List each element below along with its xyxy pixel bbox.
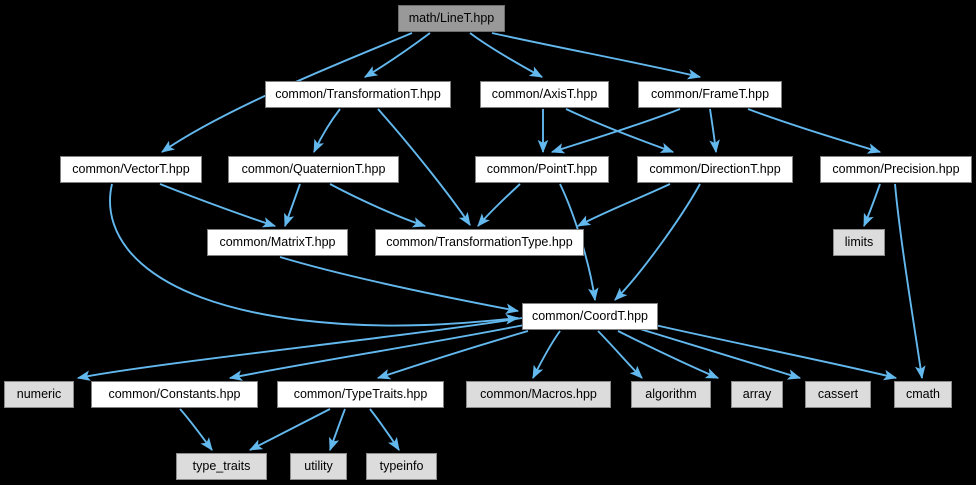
node-label: common/AxisT.hpp [491,87,598,102]
edge-FrameT-to-PointT [550,108,681,154]
edge-CoordT-to-algorithm [597,330,643,379]
node-label: cassert [817,387,859,402]
graph-node-utility[interactable]: utility [290,453,347,480]
node-label: common/Macros.hpp [480,387,597,402]
graph-node-PointT[interactable]: common/PointT.hpp [475,156,609,183]
edge-CoordT-to-cmath [654,324,898,381]
graph-node-DirectionT[interactable]: common/DirectionT.hpp [637,156,793,183]
node-label: common/PointT.hpp [486,162,598,177]
graph-node-limits[interactable]: limits [833,229,885,256]
node-label: common/QuaternionT.hpp [241,162,386,177]
edge-CoordT-to-numeric [76,317,523,381]
edge-TransformationT-to-QuaternionT [313,108,341,154]
edge-Constants-to-type_traits [179,408,213,451]
graph-node-TransformationType[interactable]: common/TransformationType.hpp [375,229,584,256]
edge-CoordT-to-Constants [228,324,525,381]
graph-node-LineT[interactable]: math/LineT.hpp [398,5,505,32]
edge-CoordT-to-Macros [532,330,561,380]
graph-node-Macros[interactable]: common/Macros.hpp [466,381,611,408]
edge-TransformationT-to-TransformationType [377,108,471,226]
edge-Precision-to-cmath [894,183,926,380]
node-label: common/TransformationT.hpp [275,87,441,102]
node-label: algorithm [645,387,697,402]
edge-QuaternionT-to-TransformationType [329,183,427,228]
graph-node-cassert[interactable]: cassert [805,381,871,408]
graph-node-Precision[interactable]: common/Precision.hpp [820,156,972,183]
edge-LineT-to-FrameT [491,32,702,80]
node-label: common/Constants.hpp [108,387,241,402]
edge-CoordT-to-array [617,330,720,379]
node-label: typeinfo [379,459,424,474]
graph-node-VectorT[interactable]: common/VectorT.hpp [60,156,202,183]
node-label: limits [844,235,874,250]
edge-DirectionT-to-CoordT [614,183,701,301]
graph-node-FrameT[interactable]: common/FrameT.hpp [638,81,782,108]
edge-FrameT-to-Precision [747,108,882,154]
edge-MatrixT-to-CoordT [279,256,520,314]
edge-CoordT-to-cassert [639,328,802,380]
edge-LineT-to-AxisT [469,32,544,78]
node-label: common/Precision.hpp [832,162,960,177]
graph-node-algorithm[interactable]: algorithm [631,381,711,408]
node-label: common/TypeTraits.hpp [293,387,428,402]
graph-node-MatrixT[interactable]: common/MatrixT.hpp [207,229,348,256]
graph-node-array[interactable]: array [731,381,783,408]
edge-FrameT-to-DirectionT [709,108,720,154]
graph-node-QuaternionT[interactable]: common/QuaternionT.hpp [228,156,399,183]
edge-TypeTraits-to-utility [329,408,346,452]
node-label: common/MatrixT.hpp [219,235,336,250]
graph-node-AxisT[interactable]: common/AxisT.hpp [480,81,609,108]
edge-QuaternionT-to-MatrixT [284,183,301,228]
graph-node-TransformationT[interactable]: common/TransformationT.hpp [265,81,451,108]
edge-LineT-to-TransformationT [364,32,431,78]
edge-VectorT-to-CoordT [109,183,520,327]
edge-DirectionT-to-TransformationType [576,183,671,227]
node-label: math/LineT.hpp [408,11,495,26]
edge-paths [76,32,926,452]
node-label: common/TransformationType.hpp [386,235,573,250]
edge-TypeTraits-to-typeinfo [369,408,400,451]
node-label: common/DirectionT.hpp [649,162,781,177]
edge-Precision-to-limits [863,183,881,228]
graph-node-cmath[interactable]: cmath [894,381,952,408]
node-label: type_traits [192,459,251,474]
node-label: array [742,387,772,402]
graph-node-numeric[interactable]: numeric [4,381,74,408]
edge-VectorT-to-MatrixT [159,183,277,228]
node-label: common/VectorT.hpp [72,162,190,177]
graph-node-CoordT[interactable]: common/CoordT.hpp [522,303,658,330]
node-label: common/FrameT.hpp [650,87,770,102]
graph-node-typeinfo[interactable]: typeinfo [366,453,437,480]
edge-TypeTraits-to-type_traits [248,408,331,451]
graph-node-type_traits[interactable]: type_traits [176,453,267,480]
edge-AxisT-to-DirectionT [565,108,675,153]
node-label: numeric [16,387,62,402]
edge-CoordT-to-TypeTraits [376,330,529,380]
graph-node-TypeTraits[interactable]: common/TypeTraits.hpp [277,381,444,408]
node-label: cmath [905,387,941,402]
node-label: utility [304,459,333,474]
node-label: common/CoordT.hpp [531,309,649,324]
edge-PointT-to-TransformationType [477,183,521,227]
graph-node-Constants[interactable]: common/Constants.hpp [91,381,258,408]
